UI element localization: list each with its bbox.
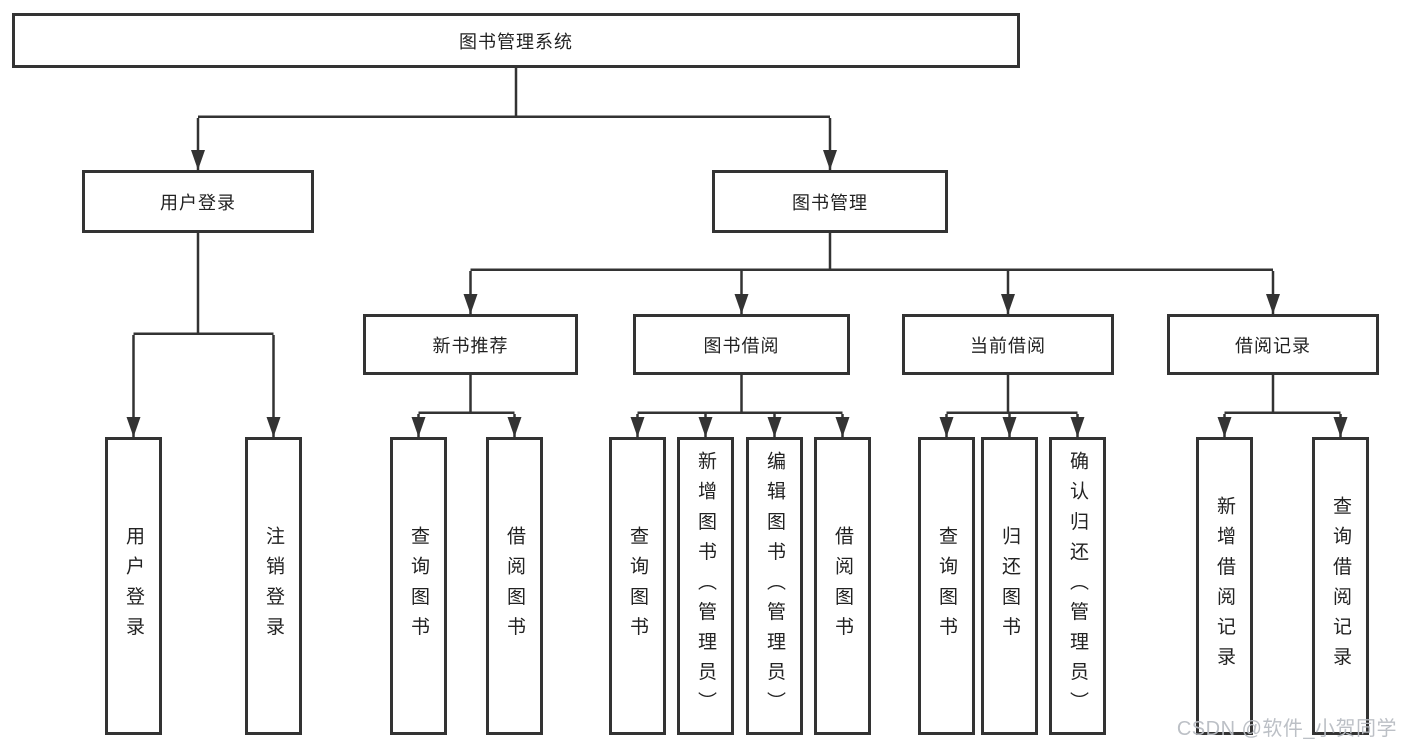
node-new-book-recommend: 新书推荐: [363, 314, 578, 375]
node-book-borrowing: 图书借阅: [633, 314, 850, 375]
node-label: 查询图书: [627, 525, 648, 647]
node-label: 确认归还（管理员）: [1067, 450, 1088, 722]
node-label: 图书管理系统: [459, 31, 573, 52]
node-label: 新增图书（管理员）: [695, 450, 716, 722]
node-label: 新书推荐: [432, 335, 509, 356]
node-label: 当前借阅: [970, 335, 1046, 356]
node-book-management: 图书管理: [712, 170, 948, 233]
node-user-login: 用户登录: [82, 170, 314, 233]
node-label: 编辑图书（管理员）: [764, 450, 785, 722]
leaf-add-book-admin: 新增图书（管理员）: [677, 437, 734, 735]
leaf-user-login: 用户登录: [105, 437, 162, 735]
node-root: 图书管理系统: [12, 13, 1020, 68]
node-current-borrowing: 当前借阅: [902, 314, 1114, 375]
connector-arrows: [126, 118, 1348, 437]
leaf-edit-book-admin: 编辑图书（管理员）: [746, 437, 803, 735]
leaf-query-borrow-record: 查询借阅记录: [1312, 437, 1369, 735]
leaf-confirm-return-admin: 确认归还（管理员）: [1049, 437, 1106, 735]
node-label: 用户登录: [123, 525, 144, 647]
leaf-query-books-1: 查询图书: [390, 437, 447, 735]
watermark: CSDN @软件_小贺同学: [1176, 718, 1397, 740]
leaf-logout: 注销登录: [245, 437, 302, 735]
node-label: 借阅记录: [1235, 335, 1311, 356]
node-label: 注销登录: [263, 525, 284, 647]
leaf-borrow-books-2: 借阅图书: [814, 437, 871, 735]
connector-trunk-lines: [133, 68, 1341, 414]
node-label: 查询图书: [936, 525, 957, 647]
node-label: 新增借阅记录: [1214, 495, 1235, 677]
node-borrow-records: 借阅记录: [1167, 314, 1379, 375]
leaf-borrow-books-1: 借阅图书: [486, 437, 543, 735]
node-label: 查询借阅记录: [1330, 495, 1351, 677]
leaf-return-book: 归还图书: [981, 437, 1038, 735]
node-label: 借阅图书: [504, 525, 525, 647]
node-label: 归还图书: [999, 525, 1020, 647]
node-label: 图书管理: [792, 192, 868, 213]
leaf-add-borrow-record: 新增借阅记录: [1196, 437, 1253, 735]
node-label: 查询图书: [408, 525, 429, 647]
node-label: 借阅图书: [832, 525, 853, 647]
node-label: 图书借阅: [703, 335, 780, 356]
leaf-query-books-2: 查询图书: [609, 437, 666, 735]
node-label: 用户登录: [160, 192, 236, 213]
leaf-query-books-3: 查询图书: [918, 437, 975, 735]
